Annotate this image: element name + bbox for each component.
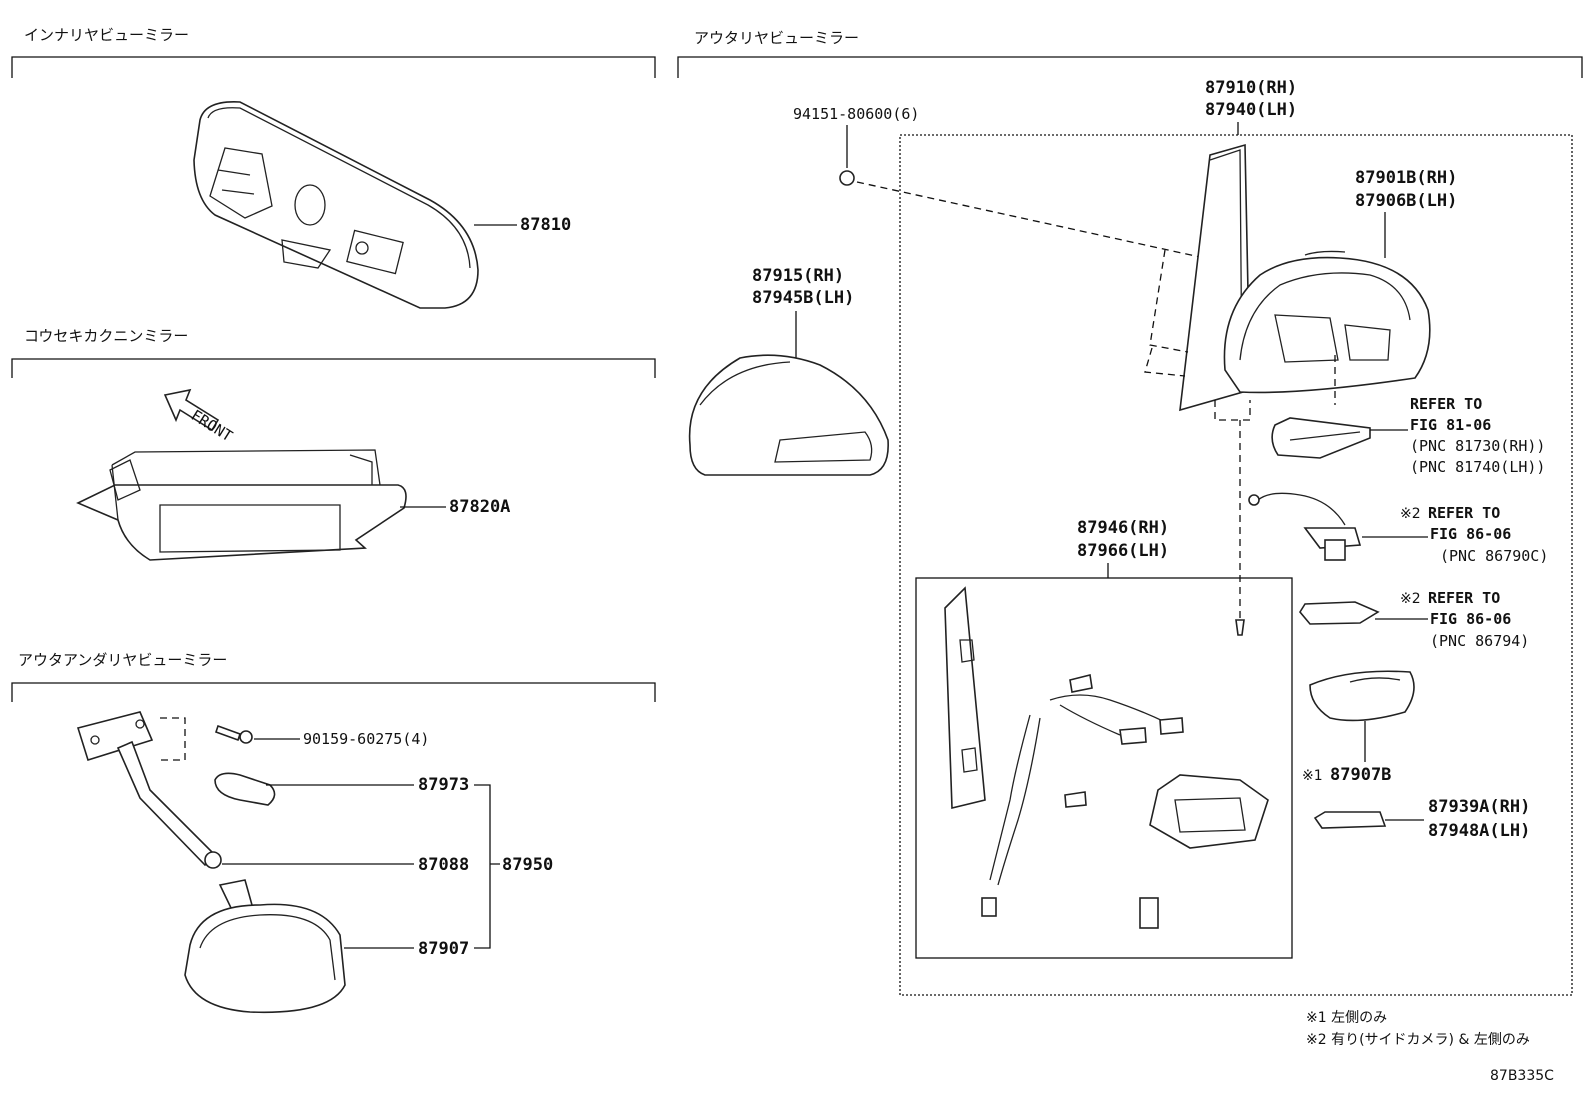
bracket-87950 [474,784,500,949]
under-cover-87907b-drawing [1309,670,1415,722]
bolt-drawing [214,724,253,744]
section-title-outer-mirror: アウタリヤビューミラー [694,29,859,47]
check-mirror-drawing [76,449,407,561]
dash-housing [1214,355,1336,421]
ref1-line-a: REFER TO [1410,395,1482,413]
section-title-under-mirror: アウタアンダリヤビューミラー [18,651,227,669]
part-number-housing-lh: 87906B(LH) [1355,191,1457,211]
part-number-87907b: 87907B [1330,765,1391,785]
part-number-cover-rh: 87915(RH) [752,266,844,286]
screw-drawing [839,170,855,186]
ref3-line-a: REFER TO [1428,589,1500,607]
part-number-87950: 87950 [502,855,553,875]
mark1: ※1 [1302,768,1323,784]
mirror-base-drawing [944,586,1269,929]
mirror-cover-drawing [688,354,889,476]
ref3-line-c: (PNC 86794) [1430,632,1529,650]
diagram-code: 87B335C [1490,1068,1554,1084]
inner-mirror-drawing [193,101,479,309]
part-number-87948a: 87948A(LH) [1428,821,1530,841]
ref2-line-c: (PNC 86790C) [1440,547,1548,565]
ref3-mark: ※2 [1400,591,1421,607]
ref2-line-a: REFER TO [1428,504,1500,522]
part-number-cover-lh: 87945B(LH) [752,288,854,308]
part-number-housing-rh: 87901B(RH) [1355,168,1457,188]
dash-screw [856,181,1201,258]
assy-outline-box [899,134,1573,996]
dash-glass-1 [1149,249,1189,353]
under-mirror-bracket-drawing [76,711,222,869]
dash-bolt [160,717,186,761]
bracket-check-mirror [11,358,656,378]
bracket-under-mirror [11,682,656,702]
section-title-check-mirror: コウセキカクニンミラー [24,327,188,345]
ref2-line-b: FIG 86-06 [1430,525,1511,543]
note-2: ※2 有り(サイドカメラ) & 左側のみ [1306,1032,1530,1048]
part-number-87820a: 87820A [449,497,510,517]
part-number-base-rh: 87946(RH) [1077,518,1169,538]
front-label: FRONT [188,406,236,445]
bracket-inner-mirror [11,56,656,78]
ref1-line-b: FIG 81-06 [1410,416,1491,434]
turn-lamp-drawing [1271,417,1371,459]
ref1-line-c: (PNC 81730(RH)) [1410,437,1545,455]
mirror-housing-drawing [1223,250,1431,394]
clip-87939a-drawing [1313,811,1387,829]
camera-drawing [1248,492,1362,561]
base-outline-box [915,577,1293,959]
part-number-87939a: 87939A(RH) [1428,797,1530,817]
part-number-assy-rh: 87910(RH) [1205,78,1297,98]
bracket-outer-mirror [677,56,1583,78]
part-number-87973: 87973 [418,775,469,795]
ref1-line-d: (PNC 81740(LH)) [1410,458,1545,476]
clip-87973-drawing [214,772,276,806]
note-1: ※1 左側のみ [1306,1010,1387,1026]
ref2-mark: ※2 [1400,506,1421,522]
part-number-base-lh: 87966(LH) [1077,541,1169,561]
ref3-line-b: FIG 86-06 [1430,610,1511,628]
part-number-87088: 87088 [418,855,469,875]
part-number-assy-lh: 87940(LH) [1205,100,1297,120]
front-arrow: FRONT [163,388,236,445]
dash-glass-2 [1144,347,1186,377]
part-number-screw: 94151-80600(6) [793,105,919,123]
part-number-87810: 87810 [520,215,571,235]
camera-cover-drawing [1299,601,1380,625]
section-title-inner-mirror: インナリヤビューミラー [24,26,189,44]
part-number-bolt: 90159-60275(4) [303,730,429,748]
part-number-87907: 87907 [418,939,469,959]
under-mirror-glass-drawing [184,879,346,1014]
